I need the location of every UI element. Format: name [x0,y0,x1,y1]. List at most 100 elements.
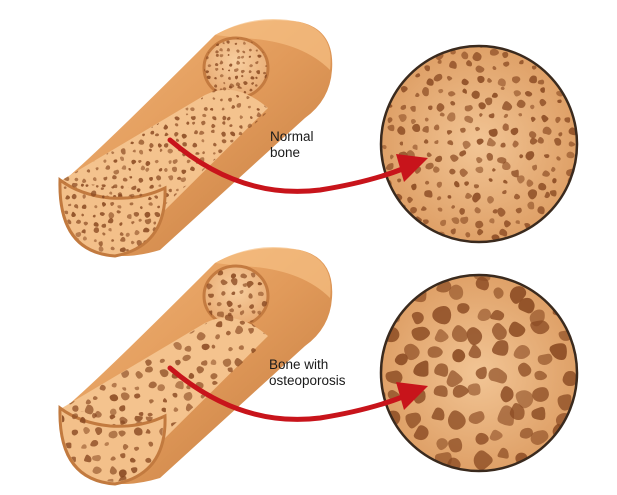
bone-pore [557,452,573,466]
bone-pore [467,383,481,396]
bone-pore [120,308,128,311]
bone-pore [98,241,103,247]
bone-pore [223,81,226,85]
bone-pore [492,65,497,71]
bone-pore [583,129,589,134]
bone-pore [175,359,181,366]
bone-pore [387,117,393,124]
bone-pore [54,176,58,179]
bone-pore [502,190,507,195]
bone-pore [230,273,237,279]
bone-pore [567,36,576,45]
bone-pore [197,445,207,454]
bone-pore [540,50,550,59]
bone-pore [135,325,144,334]
bone-pore [220,98,223,102]
bone-pore [101,107,105,111]
bone-pore [578,195,588,203]
bone-pore [236,55,241,59]
bone-pore [201,139,205,143]
bone-pore [492,209,498,214]
bone-pore [410,207,417,214]
bone-pore [238,345,244,350]
bone-pore [549,343,567,361]
bone-pore [62,158,64,163]
bone-pore [242,50,246,54]
bone-pore [80,480,87,482]
bone-pore [557,394,572,411]
bone-pore [119,405,126,412]
bone-pore [100,80,105,82]
bone-pore [222,115,227,121]
bone-pore [167,148,173,154]
bone-pore [136,320,142,326]
bone-pore [238,424,245,432]
bone-pore [205,70,210,74]
bone-pore [424,117,429,122]
bone-pore [62,114,64,119]
bone-pore [474,207,481,214]
bone-pore [138,412,144,417]
bone-pore [74,177,79,182]
bone-pore [251,82,255,85]
bone-pore [102,232,106,236]
bone-pore [239,115,244,120]
bone-pore [93,239,97,243]
bone-pore [214,77,217,80]
bone-pore [395,228,404,235]
bone-pore [503,220,511,228]
bone-pore [422,219,429,225]
bone-pore [177,232,181,237]
bone-pore [192,142,198,148]
bone-pore [449,244,457,254]
bone-pore [398,114,407,123]
bone-pore [174,116,180,121]
bone-pore [513,90,522,97]
bone-pore [404,343,420,361]
bone-pore [109,414,116,420]
osteoporosis-bone-arrow [167,365,428,422]
bone-pore [65,142,68,145]
bone-pore [119,247,126,253]
bone-pore [576,217,577,225]
bone-pore [451,205,456,209]
bone-pore [76,152,81,157]
bone-pore [121,165,127,170]
bone-pore [261,300,268,307]
normal-bone-top-cap [215,18,331,71]
osteoporosis-bone-magnified-view [379,273,579,473]
bone-pore [511,169,519,178]
bone-pore [227,477,235,478]
bone-pore [211,476,220,478]
bone-pore [249,116,253,120]
bone-pore [129,457,136,463]
bone-pore [516,175,525,184]
bone-pore [62,246,63,250]
bone-pore [82,149,88,154]
bone-pore [123,318,129,323]
bone-pore [381,295,386,315]
bone-pore [383,77,389,84]
bone-pore [446,370,463,388]
bone-pore [71,429,79,436]
bone-pore [226,47,230,52]
bone-pore [67,355,76,365]
bone-pore [84,142,90,147]
bone-pore [149,399,154,404]
bone-pore [229,83,235,89]
bone-pore [68,386,76,393]
bone-pore [103,97,108,101]
bone-pore [240,205,244,210]
bone-pore [472,51,482,62]
bone-pore [231,291,236,296]
bone-pore [239,310,245,316]
bone-pore [86,104,90,108]
bone-pore [174,132,179,137]
bone-pore [118,430,126,437]
bone-pore [113,169,120,175]
bone-pore [420,206,427,211]
bone-pore [111,185,115,189]
bone-pore [491,340,509,356]
bone-pore [148,148,152,152]
bone-pore [468,411,485,425]
